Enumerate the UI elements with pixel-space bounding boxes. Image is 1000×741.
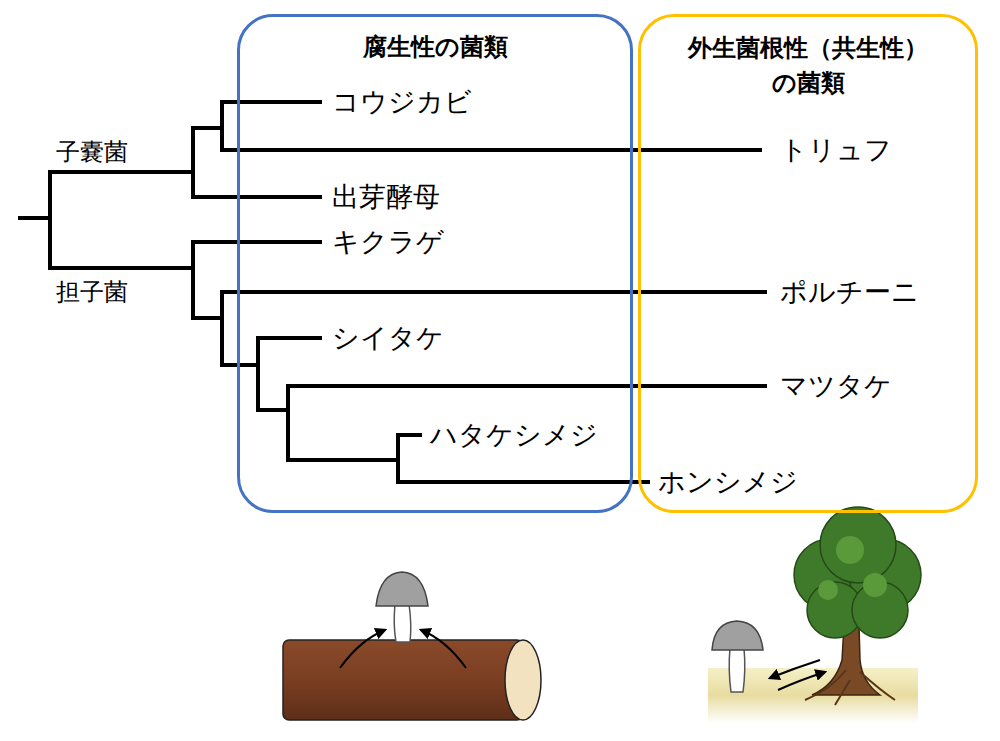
phylogenetic-tree [20,102,765,482]
species-label: ポルチーニ [778,276,921,308]
species-label: ホンシメジ [656,466,800,498]
region-heading: 腐生性の菌類 [245,31,625,65]
log-illustration [283,572,541,720]
species-label: 出芽酵母 [330,181,442,213]
clade-label: 担子菌 [54,278,130,307]
species-label: キクラゲ [330,226,446,258]
species-label: コウジカビ [330,86,474,118]
region-heading: 外生菌根性（共生性） の菌類 [683,31,933,101]
tree-illustration [708,507,921,723]
species-label: マツタケ [778,370,894,402]
species-label: ハタケシメジ [428,419,600,451]
mycorrhizal-region: 外生菌根性（共生性） の菌類 [638,14,978,513]
species-label: トリュフ [778,134,894,166]
species-label: シイタケ [330,322,446,354]
clade-label: 子嚢菌 [54,138,130,167]
